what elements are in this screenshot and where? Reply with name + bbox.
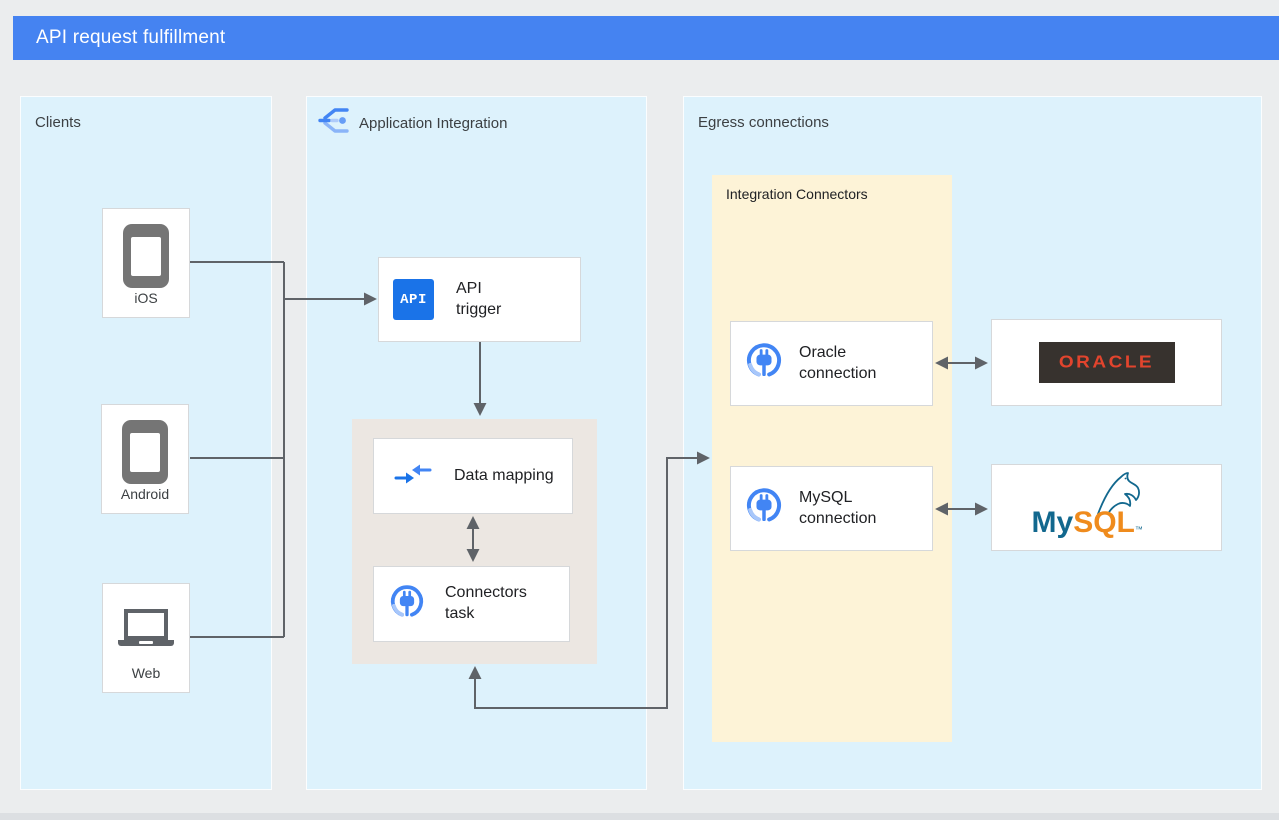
api-trigger-node: API API trigger: [378, 257, 581, 342]
integration-connector-icon: [745, 342, 783, 385]
data-mapping-node: Data mapping: [373, 438, 573, 514]
connectors-task-node: Connectors task: [373, 566, 570, 642]
smartphone-icon: [122, 420, 168, 484]
oracle-database-node: ORACLE: [991, 319, 1222, 406]
bottom-strip: [0, 813, 1279, 820]
integration-connector-icon: [389, 584, 425, 625]
data-mapping-icon: [394, 461, 432, 492]
egress-panel-title: Egress connections: [698, 114, 829, 131]
mysql-connection-node: MySQL connection: [730, 466, 933, 551]
clients-panel-title: Clients: [35, 114, 81, 131]
mysql-database-node: MySQL™: [991, 464, 1222, 551]
mysql-dolphin-icon: [1094, 470, 1150, 521]
api-trigger-label: API trigger: [456, 279, 502, 318]
web-client-node: Web: [102, 583, 190, 693]
web-label: Web: [131, 665, 161, 681]
integration-connectors-group: Integration Connectors: [712, 175, 952, 742]
oracle-logo-text: ORACLE: [1058, 352, 1155, 372]
ios-label: iOS: [134, 290, 158, 306]
android-client-node: Android: [101, 404, 189, 514]
data-mapping-label: Data mapping: [454, 466, 554, 484]
mysql-connection-label: MySQL connection: [799, 488, 877, 527]
application-integration-panel-title: Application Integration: [359, 114, 508, 132]
application-integration-icon: [317, 105, 350, 141]
mysql-logo-sql: SQL: [1073, 505, 1135, 539]
oracle-connection-node: Oracle connection: [730, 321, 933, 406]
diagram-title-bar: API request fulfillment: [13, 16, 1279, 60]
integration-connector-icon: [745, 487, 783, 530]
smartphone-icon: [123, 224, 169, 288]
mysql-logo-my: My: [1031, 505, 1074, 539]
diagram-title: API request fulfillment: [36, 27, 226, 48]
mysql-trademark: ™: [1134, 524, 1143, 534]
mysql-logo: MySQL™: [1032, 468, 1182, 548]
oracle-connection-label: Oracle connection: [799, 343, 877, 382]
integration-connectors-title: Integration Connectors: [726, 186, 868, 202]
connectors-task-label: Connectors task: [445, 584, 527, 622]
api-icon: API: [393, 279, 434, 320]
oracle-logo: ORACLE: [1038, 342, 1175, 383]
ios-client-node: iOS: [102, 208, 190, 318]
android-label: Android: [120, 486, 170, 502]
laptop-icon: [118, 609, 174, 649]
